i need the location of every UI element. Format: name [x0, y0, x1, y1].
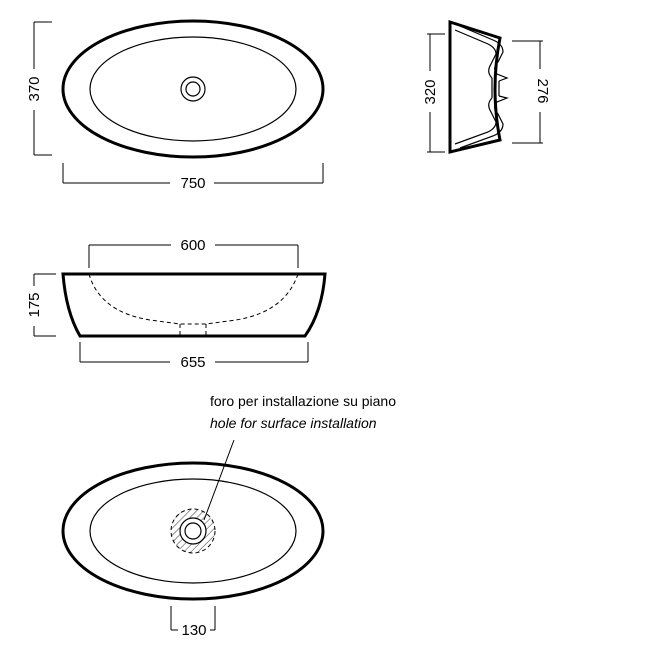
top-view-inner-bowl: [89, 36, 297, 142]
bottom-view-drain-outer: [179, 517, 207, 545]
dimension-top-height-label: 370: [26, 76, 43, 101]
dimension-side-inner-height: 276: [512, 40, 551, 144]
dimension-front-bottom-width: 655: [79, 342, 309, 371]
top-view-drain-outer: [180, 76, 206, 102]
dimension-top-width-label: 750: [180, 175, 205, 192]
mounting-hole-boundary: [170, 508, 216, 554]
dimension-side-outer-height: 320: [422, 33, 445, 153]
side-section-profile-upper: [459, 25, 509, 82]
side-section-body: [448, 19, 502, 154]
dimension-front-height-label: 175: [26, 292, 43, 317]
side-section-profile-upper-2: [454, 29, 497, 79]
bottom-view-outer-rim: [61, 461, 325, 601]
note-english: hole for surface installation: [210, 415, 377, 431]
dimension-front-bottom-width-label: 655: [180, 354, 205, 371]
top-view: 370 750: [26, 19, 325, 192]
top-view-drain-inner: [185, 81, 201, 97]
dimension-front-top-width-label: 600: [180, 237, 205, 254]
dimension-top-width: 750: [62, 163, 324, 192]
note-italian: foro per installazione su piano: [210, 393, 396, 409]
front-view-hidden-bowl: [88, 273, 299, 325]
side-section-profile-lower: [459, 95, 509, 149]
side-section-view: 320 276: [422, 19, 551, 154]
dimension-side-inner-height-label: 276: [534, 78, 551, 103]
dimension-hole-diameter-label: 130: [181, 622, 206, 639]
front-view-body: [61, 272, 327, 338]
bottom-view-drain-inner: [184, 522, 202, 540]
side-section-profile-lower-2: [454, 97, 497, 145]
dimension-front-height: 175: [26, 273, 56, 337]
top-view-outer-rim: [61, 19, 325, 159]
installation-note: foro per installazione su piano hole for…: [203, 393, 396, 521]
bottom-view-inner-bowl: [89, 478, 297, 584]
dimension-top-height: 370: [26, 21, 52, 156]
bottom-view: 130: [61, 461, 325, 639]
dimension-side-outer-height-label: 320: [422, 79, 439, 104]
dimension-front-top-width: 600: [88, 237, 299, 268]
front-view: 600 175 655: [26, 237, 327, 371]
dimension-hole-diameter: 130: [170, 606, 216, 639]
